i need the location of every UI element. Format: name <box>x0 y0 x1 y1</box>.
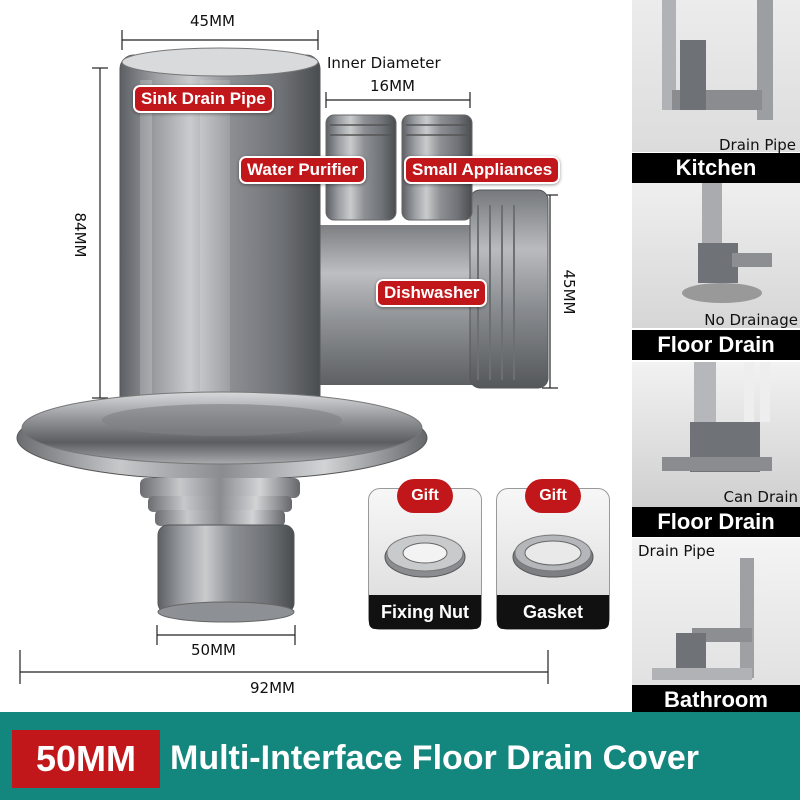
fixing-nut-icon <box>384 534 466 578</box>
sidebar-label-bathroom: Bathroom <box>632 685 800 715</box>
scene-bathroom <box>632 538 800 688</box>
top-width-label: 45MM <box>190 12 235 30</box>
small-appliances-callout: Small Appliances <box>404 156 561 184</box>
height-label: 84MM <box>71 212 89 258</box>
dishwasher-callout: Dishwasher <box>376 279 488 307</box>
scene-floor-drain-no-drainage <box>632 183 800 328</box>
scene-kitchen <box>632 0 800 152</box>
kitchen-caption: Drain Pipe <box>719 136 796 154</box>
gasket-icon <box>512 534 594 578</box>
gift-name-fixing-nut: Fixing Nut <box>369 595 481 629</box>
can-drain-caption: Can Drain <box>723 488 798 506</box>
bathroom-pipe-illustration <box>652 558 754 680</box>
no-drainage-caption: No Drainage <box>704 311 798 329</box>
inner-diameter-label: Inner Diameter <box>327 54 441 72</box>
water-purifier-callout: Water Purifier <box>239 156 366 184</box>
sink-drain-callout: Sink Drain Pipe <box>133 85 274 113</box>
scene-floor-drain-can-drain <box>632 362 800 507</box>
inner-diameter-value: 16MM <box>370 77 415 95</box>
gift-card-fixing-nut: Gift Fixing Nut <box>368 479 482 630</box>
bathroom-caption: Drain Pipe <box>638 542 715 560</box>
floor-drain-illustration <box>682 183 772 303</box>
size-badge: 50MM <box>12 730 160 788</box>
sidebar-label-floor-drain-2: Floor Drain <box>632 507 800 537</box>
gift-card-gasket: Gift Gasket <box>496 479 610 630</box>
bottom-width-label: 50MM <box>191 641 236 659</box>
banner-title: Multi-Interface Floor Drain Cover <box>170 739 699 777</box>
kitchen-pipe-illustration <box>662 0 773 120</box>
bottom-banner: 50MM Multi-Interface Floor Drain Cover <box>0 712 800 800</box>
sidebar-label-floor-drain-1: Floor Drain <box>632 330 800 360</box>
gift-badge: Gift <box>397 479 453 513</box>
sidebar-label-kitchen: Kitchen <box>632 153 800 183</box>
total-width-label: 92MM <box>250 679 295 697</box>
side-height-label: 45MM <box>560 269 578 315</box>
floor-drain-illustration <box>662 362 772 472</box>
gift-badge: Gift <box>525 479 581 513</box>
gift-name-gasket: Gasket <box>497 595 609 629</box>
